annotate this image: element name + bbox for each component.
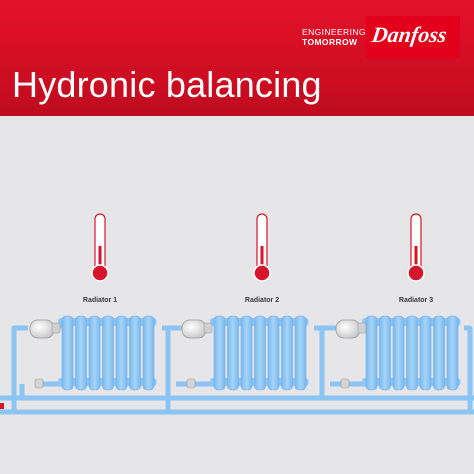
thermometer-mercury	[414, 246, 418, 268]
valve-head	[29, 319, 55, 339]
radiator-fin	[446, 315, 459, 391]
radiator2-right-drop	[314, 325, 325, 398]
page-title: Hydronic balancing	[12, 64, 322, 105]
flow-marker	[0, 403, 4, 409]
radiator-fin	[88, 315, 101, 391]
thermometer-icon	[407, 213, 425, 282]
radiator-fin	[281, 315, 293, 391]
radiator-fin	[102, 315, 114, 391]
return-valve-icon	[186, 378, 196, 389]
danfoss-logo: Danfoss	[366, 16, 460, 58]
thermostatic-valve-icon	[29, 319, 61, 339]
radiator-fin	[115, 315, 128, 391]
radiator-fin	[213, 315, 226, 391]
valve-head	[181, 319, 207, 339]
radiator-label: Radiator 2	[244, 297, 280, 304]
thermometer-icon	[253, 213, 271, 282]
radiator-fin	[240, 315, 253, 391]
thermometer-bulb	[253, 264, 271, 282]
radiator-fin	[61, 315, 74, 391]
radiator-fin	[254, 315, 266, 391]
valve-body	[203, 322, 213, 334]
radiator-label: Radiator 1	[82, 297, 118, 304]
radiator-fin	[267, 315, 280, 391]
thermometer-bulb	[91, 264, 109, 282]
radiator-fin	[294, 315, 307, 391]
thermometer-mercury	[260, 246, 264, 268]
radiator-group	[29, 213, 461, 391]
valve-body	[51, 322, 61, 334]
radiator-fin	[142, 315, 155, 391]
radiator-1	[29, 213, 157, 391]
return-valve-icon	[340, 378, 350, 389]
radiator-fin	[392, 315, 405, 391]
radiator-fin	[419, 315, 432, 391]
thermostatic-valve-icon	[181, 319, 213, 339]
tagline-line1: ENGINEERING	[302, 27, 366, 37]
brand-tagline: ENGINEERING TOMORROW	[302, 27, 366, 47]
radiator-fin	[75, 315, 87, 391]
radiator-label: Radiator 3	[398, 297, 434, 304]
valve-body	[357, 322, 367, 334]
radiator-fin	[433, 315, 445, 391]
radiator-fin	[365, 315, 378, 391]
radiator-2	[181, 213, 309, 391]
radiator-fin	[379, 315, 391, 391]
thermometer-icon	[91, 213, 109, 282]
thermostatic-valve-icon	[335, 319, 367, 339]
radiator-fin	[129, 315, 141, 391]
riser-pipe-left	[11, 325, 28, 412]
valve-head	[335, 319, 361, 339]
radiator-fin	[406, 315, 418, 391]
radiator-fin	[227, 315, 239, 391]
radiator1-right-drop	[162, 325, 171, 384]
return-valve-icon	[34, 378, 44, 389]
radiator-3	[335, 213, 461, 391]
radiator3-right-drop	[464, 325, 473, 412]
thermometer-mercury	[98, 246, 102, 268]
thermometer-bulb	[407, 264, 425, 282]
pipe-network	[0, 323, 474, 415]
tagline-line2: TOMORROW	[302, 37, 358, 47]
